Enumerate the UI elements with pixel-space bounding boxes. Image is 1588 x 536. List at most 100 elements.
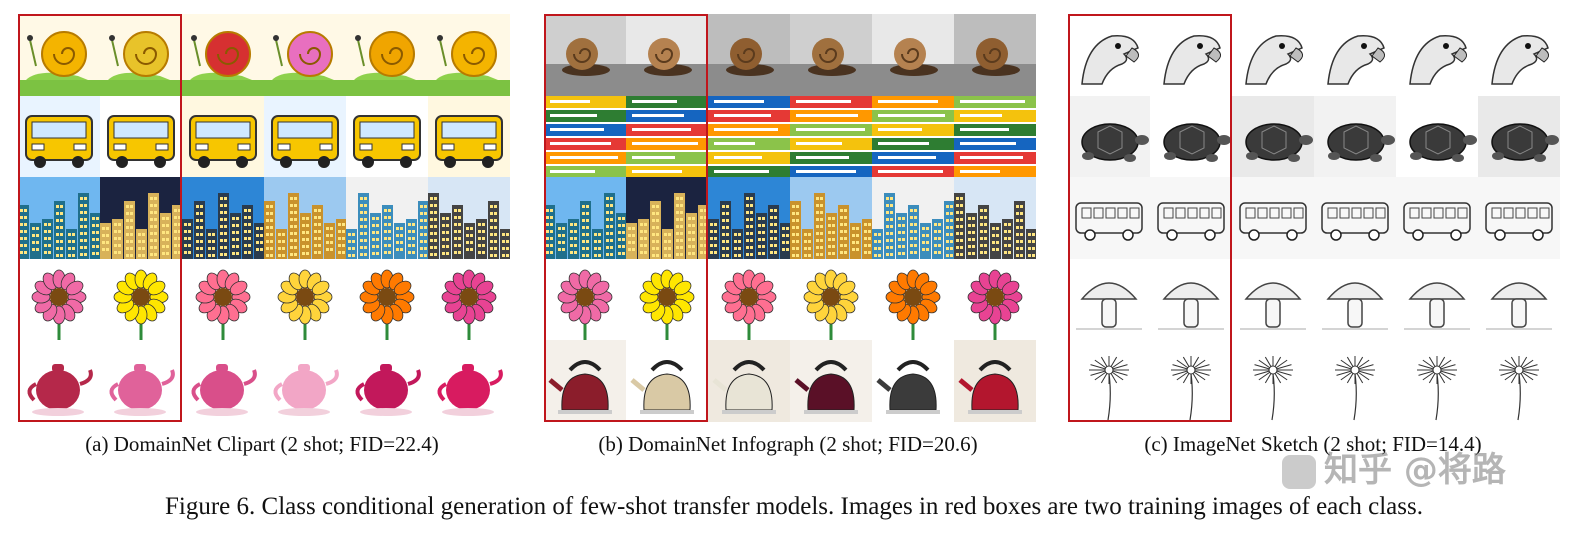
training-image bbox=[1068, 177, 1150, 259]
generated-image bbox=[428, 14, 510, 96]
image-grid-sketch bbox=[1068, 14, 1560, 422]
generated-image bbox=[790, 258, 872, 341]
generated-image bbox=[872, 95, 954, 178]
panel-infograph bbox=[544, 14, 1036, 422]
generated-image bbox=[264, 258, 346, 341]
generated-image bbox=[182, 14, 264, 96]
generated-image bbox=[346, 340, 428, 422]
generated-image bbox=[182, 340, 264, 422]
generated-image bbox=[1478, 95, 1560, 178]
training-image bbox=[100, 340, 182, 422]
image-grid-infograph bbox=[544, 14, 1036, 422]
generated-image bbox=[1478, 14, 1560, 96]
training-image bbox=[1068, 340, 1150, 422]
training-image bbox=[1150, 177, 1232, 259]
generated-image bbox=[954, 95, 1036, 178]
training-image bbox=[544, 340, 626, 422]
training-image bbox=[18, 177, 100, 259]
generated-image bbox=[182, 95, 264, 178]
generated-image bbox=[264, 177, 346, 259]
training-image bbox=[100, 177, 182, 259]
training-image bbox=[18, 14, 100, 96]
zhihu-logo-icon bbox=[1282, 454, 1316, 489]
generated-image bbox=[1232, 95, 1314, 178]
caption-clipart: (a) DomainNet Clipart (2 shot; FID=22.4) bbox=[85, 432, 439, 456]
training-image bbox=[1150, 340, 1232, 422]
training-image bbox=[18, 95, 100, 178]
generated-image bbox=[1314, 95, 1396, 178]
training-image bbox=[18, 258, 100, 341]
generated-image bbox=[428, 340, 510, 422]
generated-image bbox=[708, 177, 790, 259]
training-image bbox=[1150, 95, 1232, 178]
generated-image bbox=[346, 258, 428, 341]
generated-image bbox=[182, 177, 264, 259]
training-image bbox=[1068, 95, 1150, 178]
training-image bbox=[544, 258, 626, 341]
training-image bbox=[1150, 14, 1232, 96]
generated-image bbox=[954, 258, 1036, 341]
generated-image bbox=[346, 14, 428, 96]
generated-image bbox=[182, 258, 264, 341]
generated-image bbox=[954, 340, 1036, 422]
generated-image bbox=[1232, 340, 1314, 422]
training-image bbox=[626, 14, 708, 96]
generated-image bbox=[1396, 177, 1478, 259]
generated-image bbox=[264, 14, 346, 96]
panel-sketch bbox=[1068, 14, 1560, 422]
generated-image bbox=[790, 177, 872, 259]
training-image bbox=[18, 340, 100, 422]
caption-sketch: (c) ImageNet Sketch (2 shot; FID=14.4) bbox=[1144, 432, 1482, 456]
figure-caption: Figure 6. Class conditional generation o… bbox=[165, 493, 1423, 520]
generated-image bbox=[872, 258, 954, 341]
generated-image bbox=[264, 95, 346, 178]
generated-image bbox=[264, 340, 346, 422]
generated-image bbox=[708, 340, 790, 422]
training-image bbox=[544, 95, 626, 178]
training-image bbox=[1068, 14, 1150, 96]
generated-image bbox=[1314, 177, 1396, 259]
training-image bbox=[544, 177, 626, 259]
generated-image bbox=[790, 14, 872, 96]
training-image bbox=[544, 14, 626, 96]
generated-image bbox=[428, 177, 510, 259]
generated-image bbox=[1232, 177, 1314, 259]
generated-image bbox=[346, 95, 428, 178]
training-image bbox=[626, 258, 708, 341]
generated-image bbox=[708, 95, 790, 178]
generated-image bbox=[1314, 14, 1396, 96]
generated-image bbox=[1232, 14, 1314, 96]
training-image bbox=[100, 14, 182, 96]
training-image bbox=[100, 95, 182, 178]
generated-image bbox=[790, 95, 872, 178]
caption-infograph: (b) DomainNet Infograph (2 shot; FID=20.… bbox=[598, 432, 978, 456]
generated-image bbox=[1396, 258, 1478, 341]
image-grid-clipart bbox=[18, 14, 510, 422]
generated-image bbox=[1396, 14, 1478, 96]
generated-image bbox=[954, 14, 1036, 96]
generated-image bbox=[428, 258, 510, 341]
generated-image bbox=[428, 95, 510, 178]
generated-image bbox=[1314, 340, 1396, 422]
generated-image bbox=[346, 177, 428, 259]
training-image bbox=[1150, 258, 1232, 341]
generated-image bbox=[1314, 258, 1396, 341]
generated-image bbox=[708, 14, 790, 96]
generated-image bbox=[1478, 340, 1560, 422]
generated-image bbox=[708, 258, 790, 341]
generated-image bbox=[1478, 177, 1560, 259]
generated-image bbox=[1478, 258, 1560, 341]
generated-image bbox=[954, 177, 1036, 259]
generated-image bbox=[872, 177, 954, 259]
training-image bbox=[626, 177, 708, 259]
generated-image bbox=[1232, 258, 1314, 341]
training-image bbox=[1068, 258, 1150, 341]
panel-clipart bbox=[18, 14, 510, 422]
generated-image bbox=[1396, 340, 1478, 422]
generated-image bbox=[1396, 95, 1478, 178]
generated-image bbox=[790, 340, 872, 422]
watermark-text: 知乎 @将路 bbox=[1324, 450, 1506, 490]
watermark: 知乎 @将路 bbox=[1282, 442, 1506, 491]
training-image bbox=[100, 258, 182, 341]
generated-image bbox=[872, 14, 954, 96]
